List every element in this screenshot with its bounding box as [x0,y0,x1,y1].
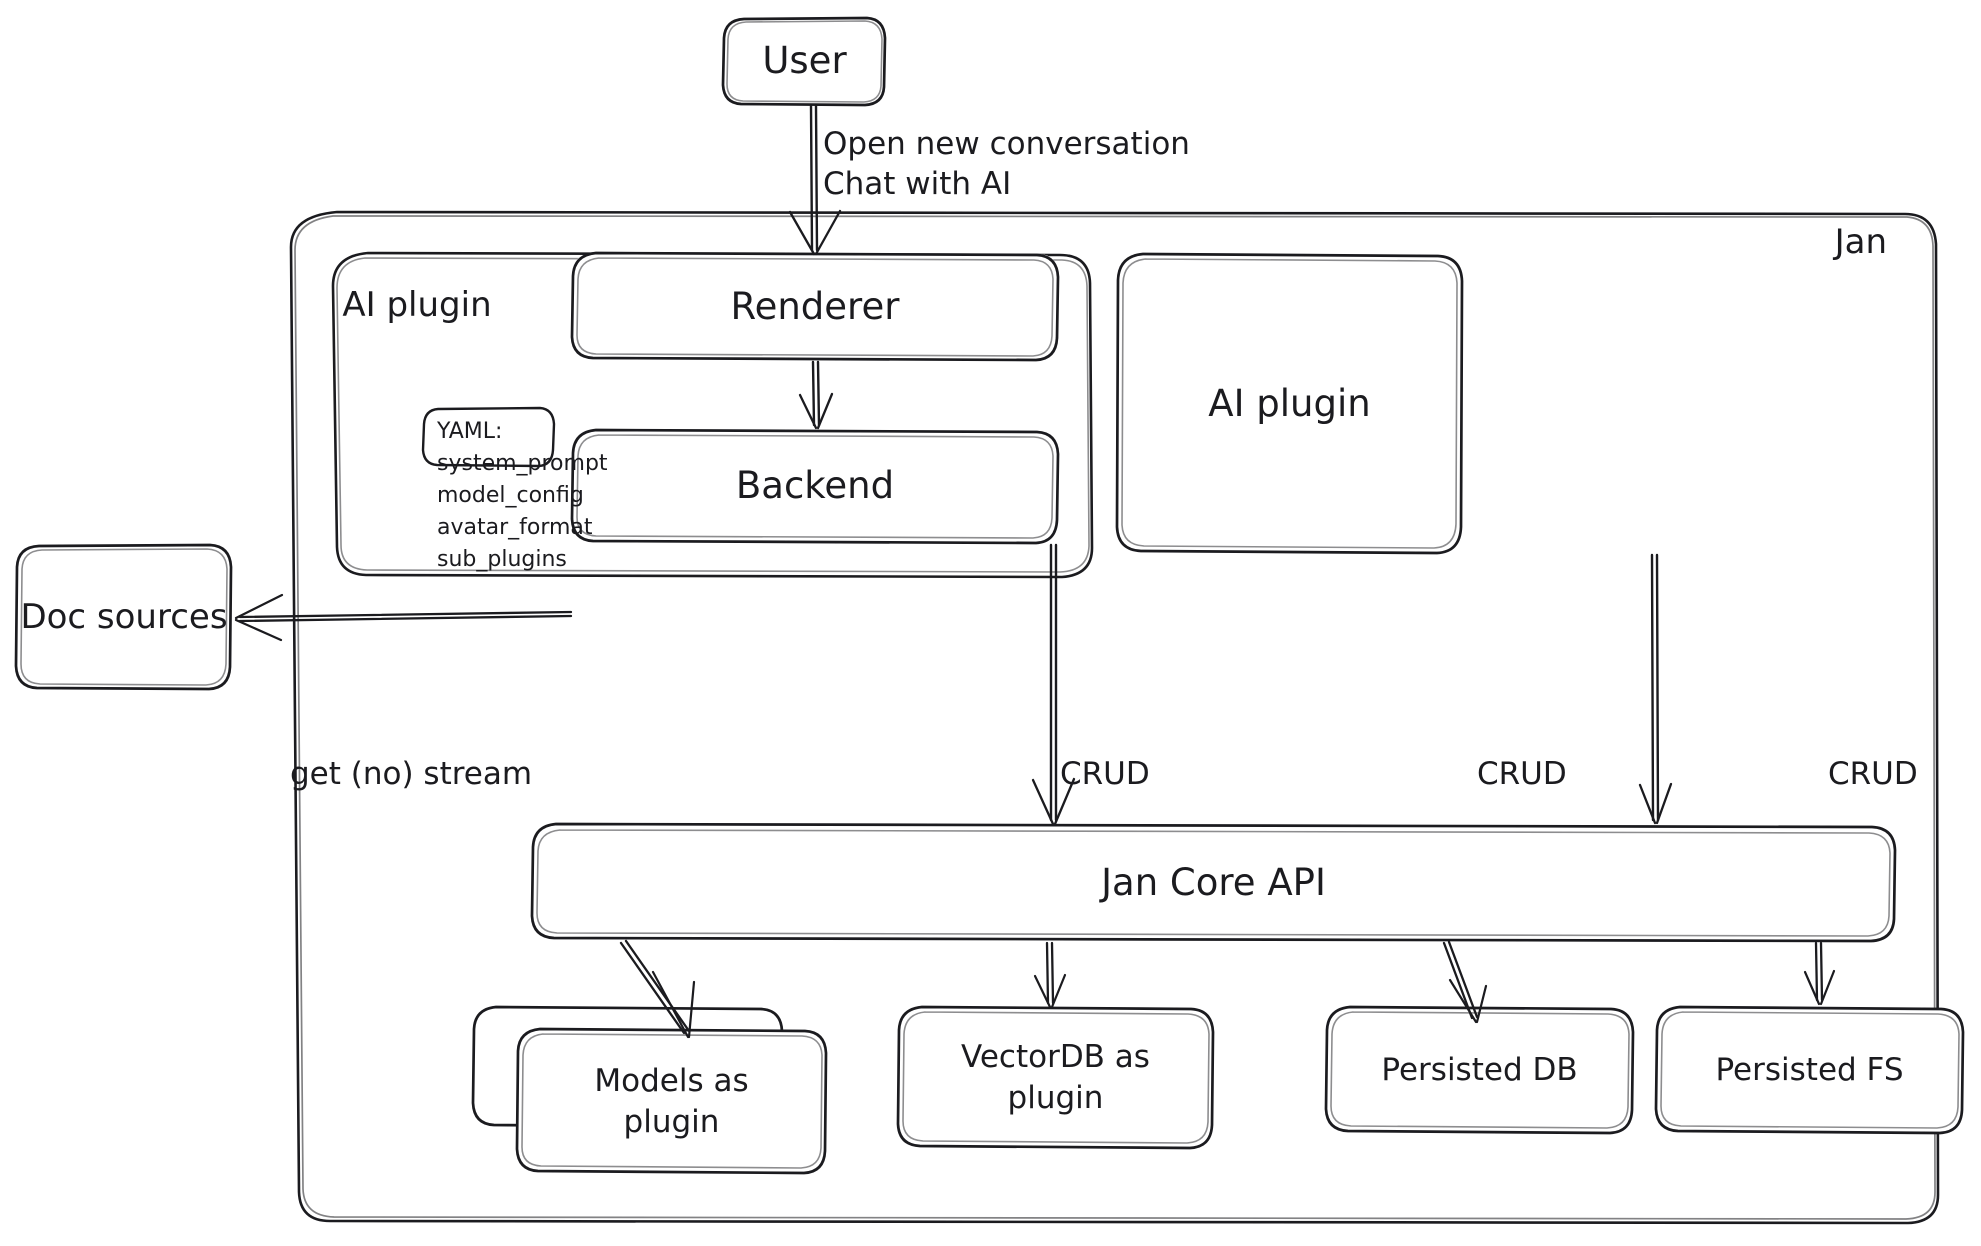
container-jan-shape [289,210,1940,1225]
edge-backend-to-jan-core-api [1031,543,1076,826]
container-jan-title: Jan [1834,222,1887,262]
edge-label-open-new-conversation: Open new conversation [823,126,1190,162]
yaml-config-box-shape [421,406,556,468]
node-renderer-shape [570,251,1060,362]
node-vectordb-as-plugin-shape [896,1005,1215,1150]
edge-ai-plugin-to-jan-core-api [1638,553,1673,825]
node-doc-sources-shape [14,543,233,691]
edge-label-crud-vectordb: CRUD [1060,756,1150,792]
edge-backend-to-doc-sources [234,593,573,642]
node-ai-plugin-shape [1115,252,1464,555]
edge-jan-core-api-to-persisted-db [1442,940,1488,1024]
edge-user-to-renderer [788,104,842,256]
node-user-shape [721,16,887,107]
edge-label-crud-persisted-fs: CRUD [1828,756,1918,792]
container-ai-plugin-title: AI plugin [342,285,492,325]
edge-jan-core-api-to-models [619,939,696,1039]
node-models-as-plugin-shape [515,1027,828,1175]
edge-jan-core-api-to-vectordb [1033,941,1067,1009]
node-persisted-fs-shape [1654,1005,1965,1135]
node-persisted-db-shape [1324,1005,1635,1135]
edge-jan-core-api-to-persisted-fs [1803,941,1836,1006]
yaml-key-sub-plugins: sub_plugins [437,547,567,572]
edge-label-get-no-stream: get (no) stream [290,756,533,792]
edge-renderer-to-backend [798,360,834,430]
yaml-key-model-config: model_config [437,483,584,508]
node-backend-shape [570,428,1060,545]
container-ai-plugin-shape [331,251,1094,579]
edge-label-crud-persisted-db: CRUD [1477,756,1567,792]
yaml-key-avatar-format: avatar_format [437,515,593,540]
edge-label-chat-with-ai: Chat with AI [823,166,1012,202]
yaml-key-system-prompt: system_prompt [437,451,608,476]
yaml-heading: YAML: [437,419,503,444]
node-jan-core-api-shape [530,822,1897,943]
